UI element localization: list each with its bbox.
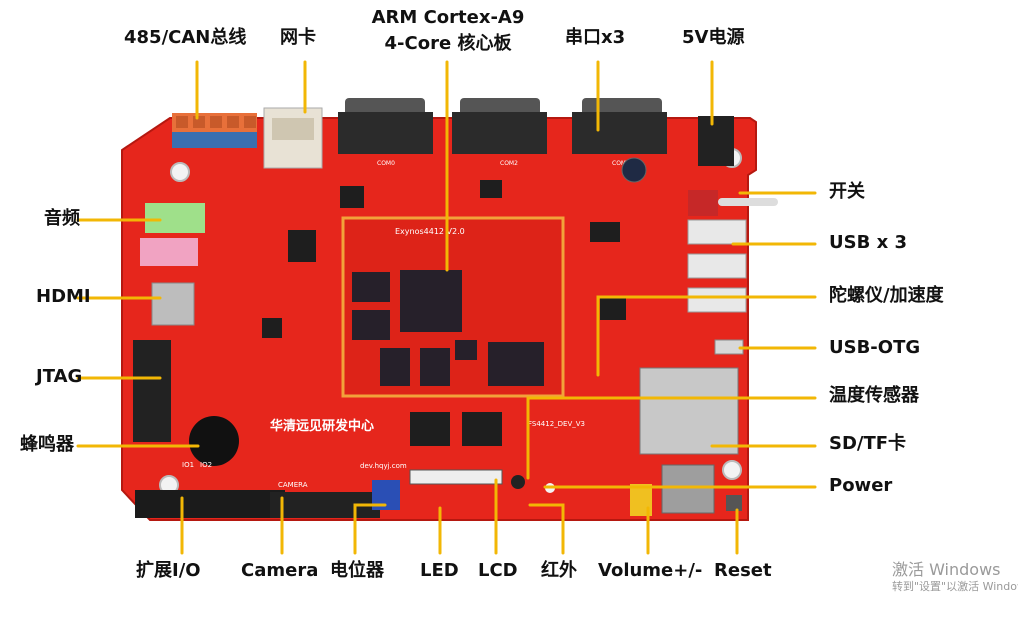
label-core-board-line2: 4-Core 核心板	[384, 33, 512, 54]
tf-card-slot	[661, 464, 715, 514]
label-network-card: 网卡	[280, 27, 316, 48]
rj45-connector	[263, 107, 323, 169]
usb-otg-port	[714, 339, 744, 355]
core-silkscreen: Exynos4412 V2.0	[395, 227, 465, 236]
label-infrared: 红外	[541, 560, 577, 581]
watermark-line2: 转到"设置"以激活 Windows。	[892, 580, 1018, 593]
db9-connectors	[338, 98, 667, 154]
label-sd-tf: SD/TF卡	[829, 433, 907, 454]
model-silkscreen: FS4412_DEV_V3	[528, 420, 585, 428]
com2-label: COM2	[500, 160, 518, 167]
expansion-header	[135, 490, 285, 518]
capacitor	[621, 157, 647, 183]
label-reset: Reset	[714, 560, 772, 581]
camera-silkscreen: CAMERA	[278, 481, 308, 489]
label-jtag: JTAG	[36, 366, 83, 387]
label-buzzer: 蜂鸣器	[20, 434, 74, 455]
label-power: Power	[829, 475, 893, 496]
label-core-board-line1: ARM Cortex-A9	[371, 7, 525, 28]
com0-label: COM0	[377, 160, 395, 167]
label-usb-otg: USB-OTG	[829, 337, 921, 358]
brand-silkscreen: 华清远见研发中心	[270, 418, 374, 434]
ir-receiver-part	[511, 475, 525, 489]
usb-ports	[687, 219, 747, 313]
reset-button-part	[726, 495, 742, 511]
label-lcd: LCD	[478, 560, 518, 581]
label-usb3: USB x 3	[829, 232, 907, 253]
rs485-can-connector	[172, 113, 257, 148]
leader-lines	[76, 60, 817, 555]
label-switch: 开关	[829, 181, 865, 202]
io1-silkscreen: IO1	[182, 461, 194, 469]
jtag-header	[133, 340, 171, 442]
url-silkscreen: dev.hqyj.com	[360, 462, 407, 470]
dc-jack	[698, 116, 734, 166]
sd-card-slot	[639, 367, 739, 455]
power-switch	[688, 190, 778, 216]
core-chips	[352, 270, 544, 386]
lcd-fpc-connector	[409, 469, 503, 485]
label-temp-sensor: 温度传感器	[829, 385, 919, 406]
misc-ics	[262, 180, 626, 446]
label-camera: Camera	[241, 560, 319, 581]
io2-silkscreen: IO2	[200, 461, 212, 469]
com3-label: COM3	[612, 160, 630, 167]
label-expansion-io: 扩展I/O	[136, 560, 201, 581]
label-gyro-accel: 陀螺仪/加速度	[829, 285, 944, 306]
label-audio: 音频	[44, 208, 80, 229]
label-rs485-can: 485/CAN总线	[124, 27, 247, 48]
watermark-line1: 激活 Windows	[892, 560, 1001, 579]
label-led: LED	[420, 560, 459, 581]
label-serial-ports: 串口x3	[565, 27, 626, 48]
label-power-5v: 5V电源	[682, 27, 745, 48]
audio-jack-green	[145, 203, 205, 233]
label-volume: Volume+/-	[598, 560, 703, 581]
hdmi-connector	[151, 282, 195, 326]
label-hdmi: HDMI	[36, 286, 91, 307]
buzzer	[189, 416, 239, 466]
label-potentiometer: 电位器	[330, 560, 384, 581]
audio-jack-pink	[140, 238, 198, 266]
